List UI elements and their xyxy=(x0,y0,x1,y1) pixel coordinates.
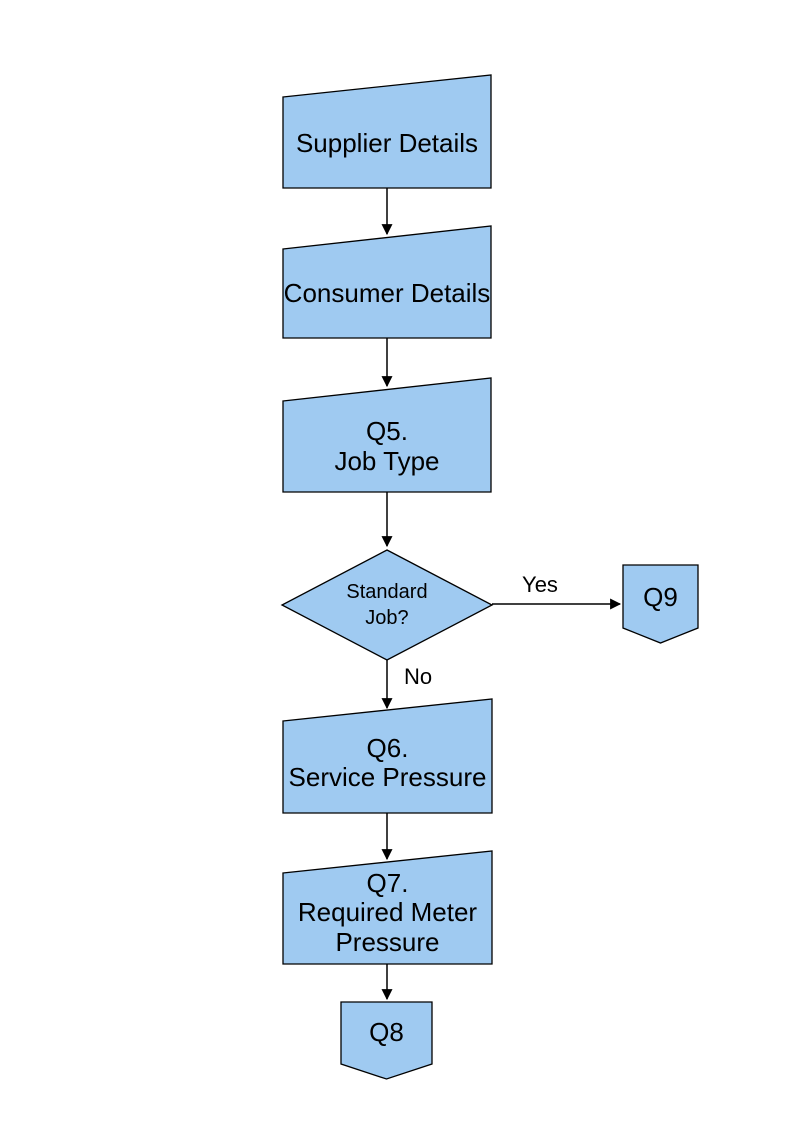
node-q9-shape xyxy=(622,564,699,644)
node-q5-shape xyxy=(282,377,492,493)
node-q7-shape xyxy=(282,850,493,965)
node-decision-shape xyxy=(280,549,494,661)
node-q6-shape xyxy=(282,698,493,814)
node-consumer-shape xyxy=(282,225,492,339)
node-q8-shape xyxy=(340,1001,433,1080)
node-supplier-shape xyxy=(282,74,492,189)
